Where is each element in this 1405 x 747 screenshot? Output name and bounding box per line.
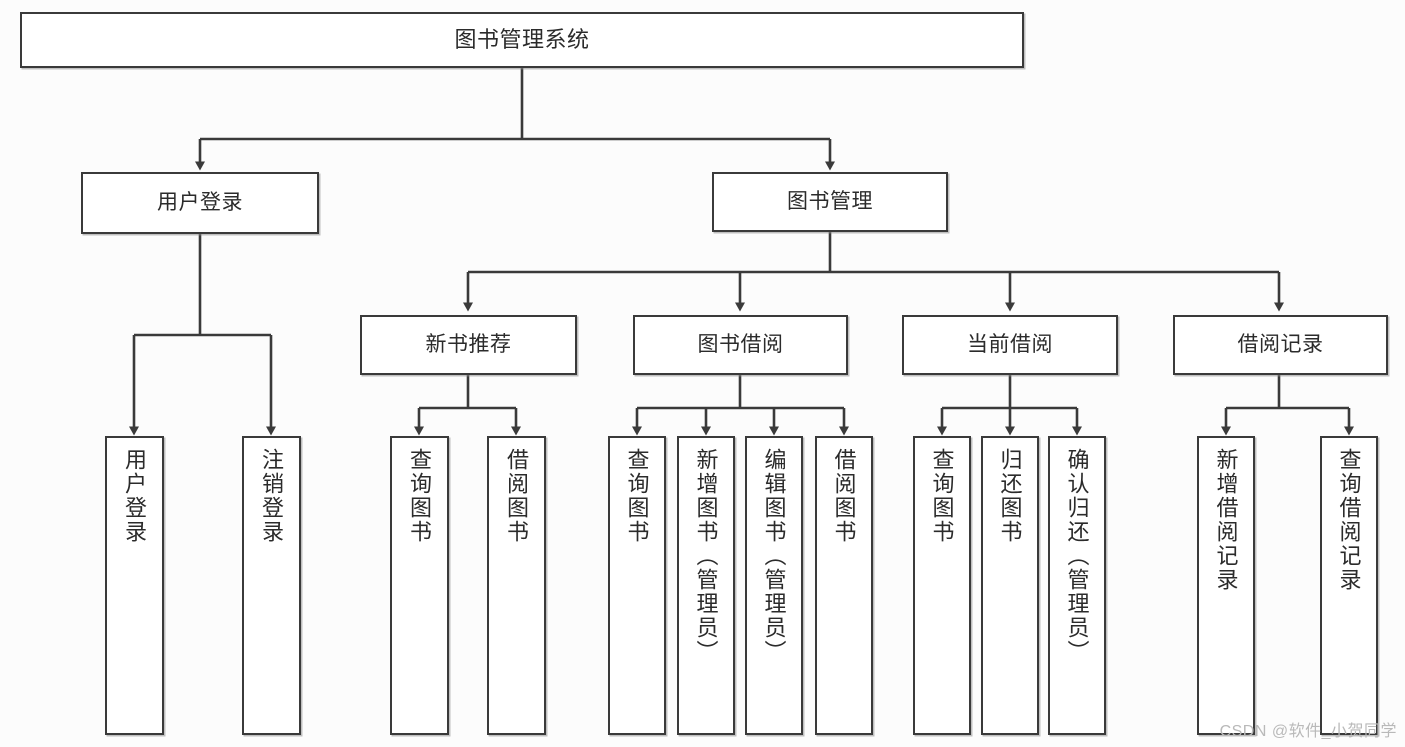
leaf-add-borrow-record[interactable]: 新增借阅记录	[1197, 436, 1255, 735]
node-new-book-recommend[interactable]: 新书推荐	[360, 315, 577, 375]
leaf-add-book[interactable]: 新增图书（管理员）	[677, 436, 735, 735]
node-user-login[interactable]: 用户登录	[81, 172, 319, 234]
node-label: 查询借阅记录	[1336, 448, 1362, 592]
leaf-return-book[interactable]: 归还图书	[981, 436, 1039, 735]
node-label: 注销登录	[259, 448, 285, 544]
node-label: 新增图书（管理员）	[693, 448, 719, 664]
node-book-management-system[interactable]: 图书管理系统	[20, 12, 1024, 68]
node-label: 用户登录	[157, 191, 243, 215]
node-label: 新增借阅记录	[1213, 448, 1239, 592]
node-label: 当前借阅	[967, 333, 1053, 357]
node-label: 查询图书	[407, 448, 433, 544]
leaf-borrow-book-new[interactable]: 借阅图书	[487, 436, 546, 735]
node-book-borrow[interactable]: 图书借阅	[633, 315, 848, 375]
node-label: 图书管理	[787, 190, 873, 214]
node-label: 查询图书	[929, 448, 955, 544]
node-borrow-record[interactable]: 借阅记录	[1173, 315, 1388, 375]
leaf-query-book-borrow[interactable]: 查询图书	[608, 436, 666, 735]
node-label: 新书推荐	[425, 333, 512, 357]
node-label: 图书借阅	[697, 333, 784, 357]
node-label: 借阅图书	[504, 448, 530, 544]
leaf-user-login[interactable]: 用户登录	[105, 436, 164, 735]
watermark: CSDN @软件_小贺同学	[1219, 723, 1397, 740]
node-current-borrow[interactable]: 当前借阅	[902, 315, 1118, 375]
node-label: 确认归还（管理员）	[1064, 448, 1090, 664]
leaf-confirm-return[interactable]: 确认归还（管理员）	[1048, 436, 1106, 735]
leaf-logout-login[interactable]: 注销登录	[242, 436, 301, 735]
leaf-query-book-current[interactable]: 查询图书	[913, 436, 971, 735]
leaf-edit-book[interactable]: 编辑图书（管理员）	[745, 436, 803, 735]
node-label: 图书管理系统	[454, 26, 590, 52]
leaf-borrow-book-borrow[interactable]: 借阅图书	[815, 436, 873, 735]
node-label: 用户登录	[122, 448, 148, 544]
node-label: 查询图书	[624, 448, 650, 544]
node-label: 归还图书	[997, 448, 1023, 544]
leaf-query-borrow-record[interactable]: 查询借阅记录	[1320, 436, 1378, 735]
node-label: 借阅记录	[1237, 333, 1324, 357]
node-label: 借阅图书	[831, 448, 857, 544]
leaf-query-book-new[interactable]: 查询图书	[390, 436, 449, 735]
node-book-management[interactable]: 图书管理	[712, 172, 948, 232]
node-label: 编辑图书（管理员）	[761, 448, 787, 664]
